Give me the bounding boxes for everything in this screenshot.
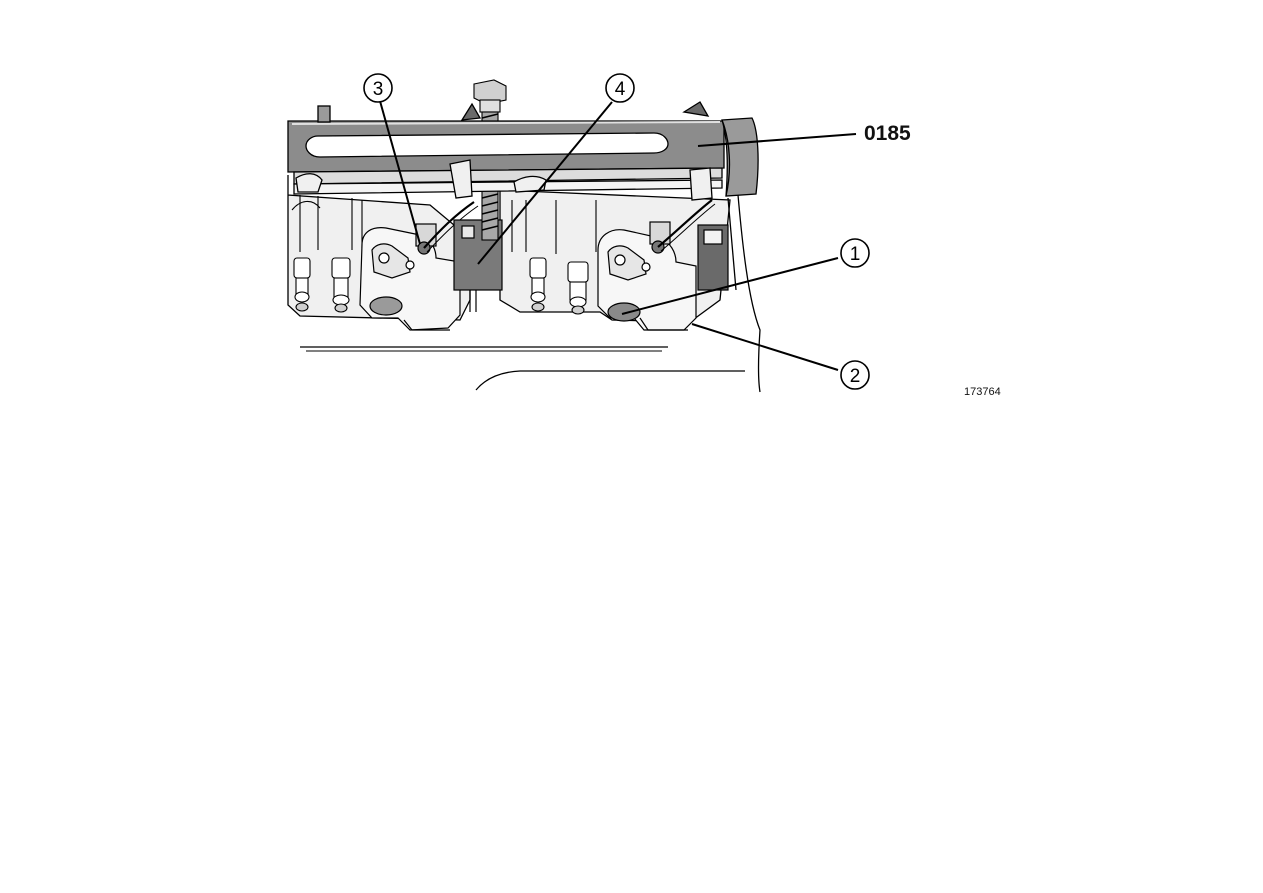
right-rocker-assembly (597, 199, 729, 331)
tool-number-label: 0185 (864, 122, 911, 145)
callout-3-label: 3 (373, 79, 384, 100)
left-rocker-assembly (359, 201, 479, 331)
leader-lines (379, 100, 857, 371)
callout-3: 3 (363, 73, 393, 103)
leader-line-2 (691, 323, 839, 371)
callout-4: 4 (605, 73, 635, 103)
tool-0185-bar (287, 101, 759, 201)
callout-4-label: 4 (615, 79, 626, 100)
leader-line-4 (477, 101, 613, 265)
leader-line-3 (379, 100, 421, 245)
callout-1: 1 (840, 238, 870, 268)
left-valve-group (291, 195, 363, 313)
figure-reference-number: 173764 (964, 386, 1001, 398)
right-valve-group (511, 200, 597, 315)
leader-line-1 (621, 257, 839, 315)
callout-2: 2 (840, 360, 870, 390)
callout-1-label: 1 (850, 244, 861, 265)
callout-2-label: 2 (850, 366, 861, 387)
leader-line-tool (697, 133, 857, 147)
